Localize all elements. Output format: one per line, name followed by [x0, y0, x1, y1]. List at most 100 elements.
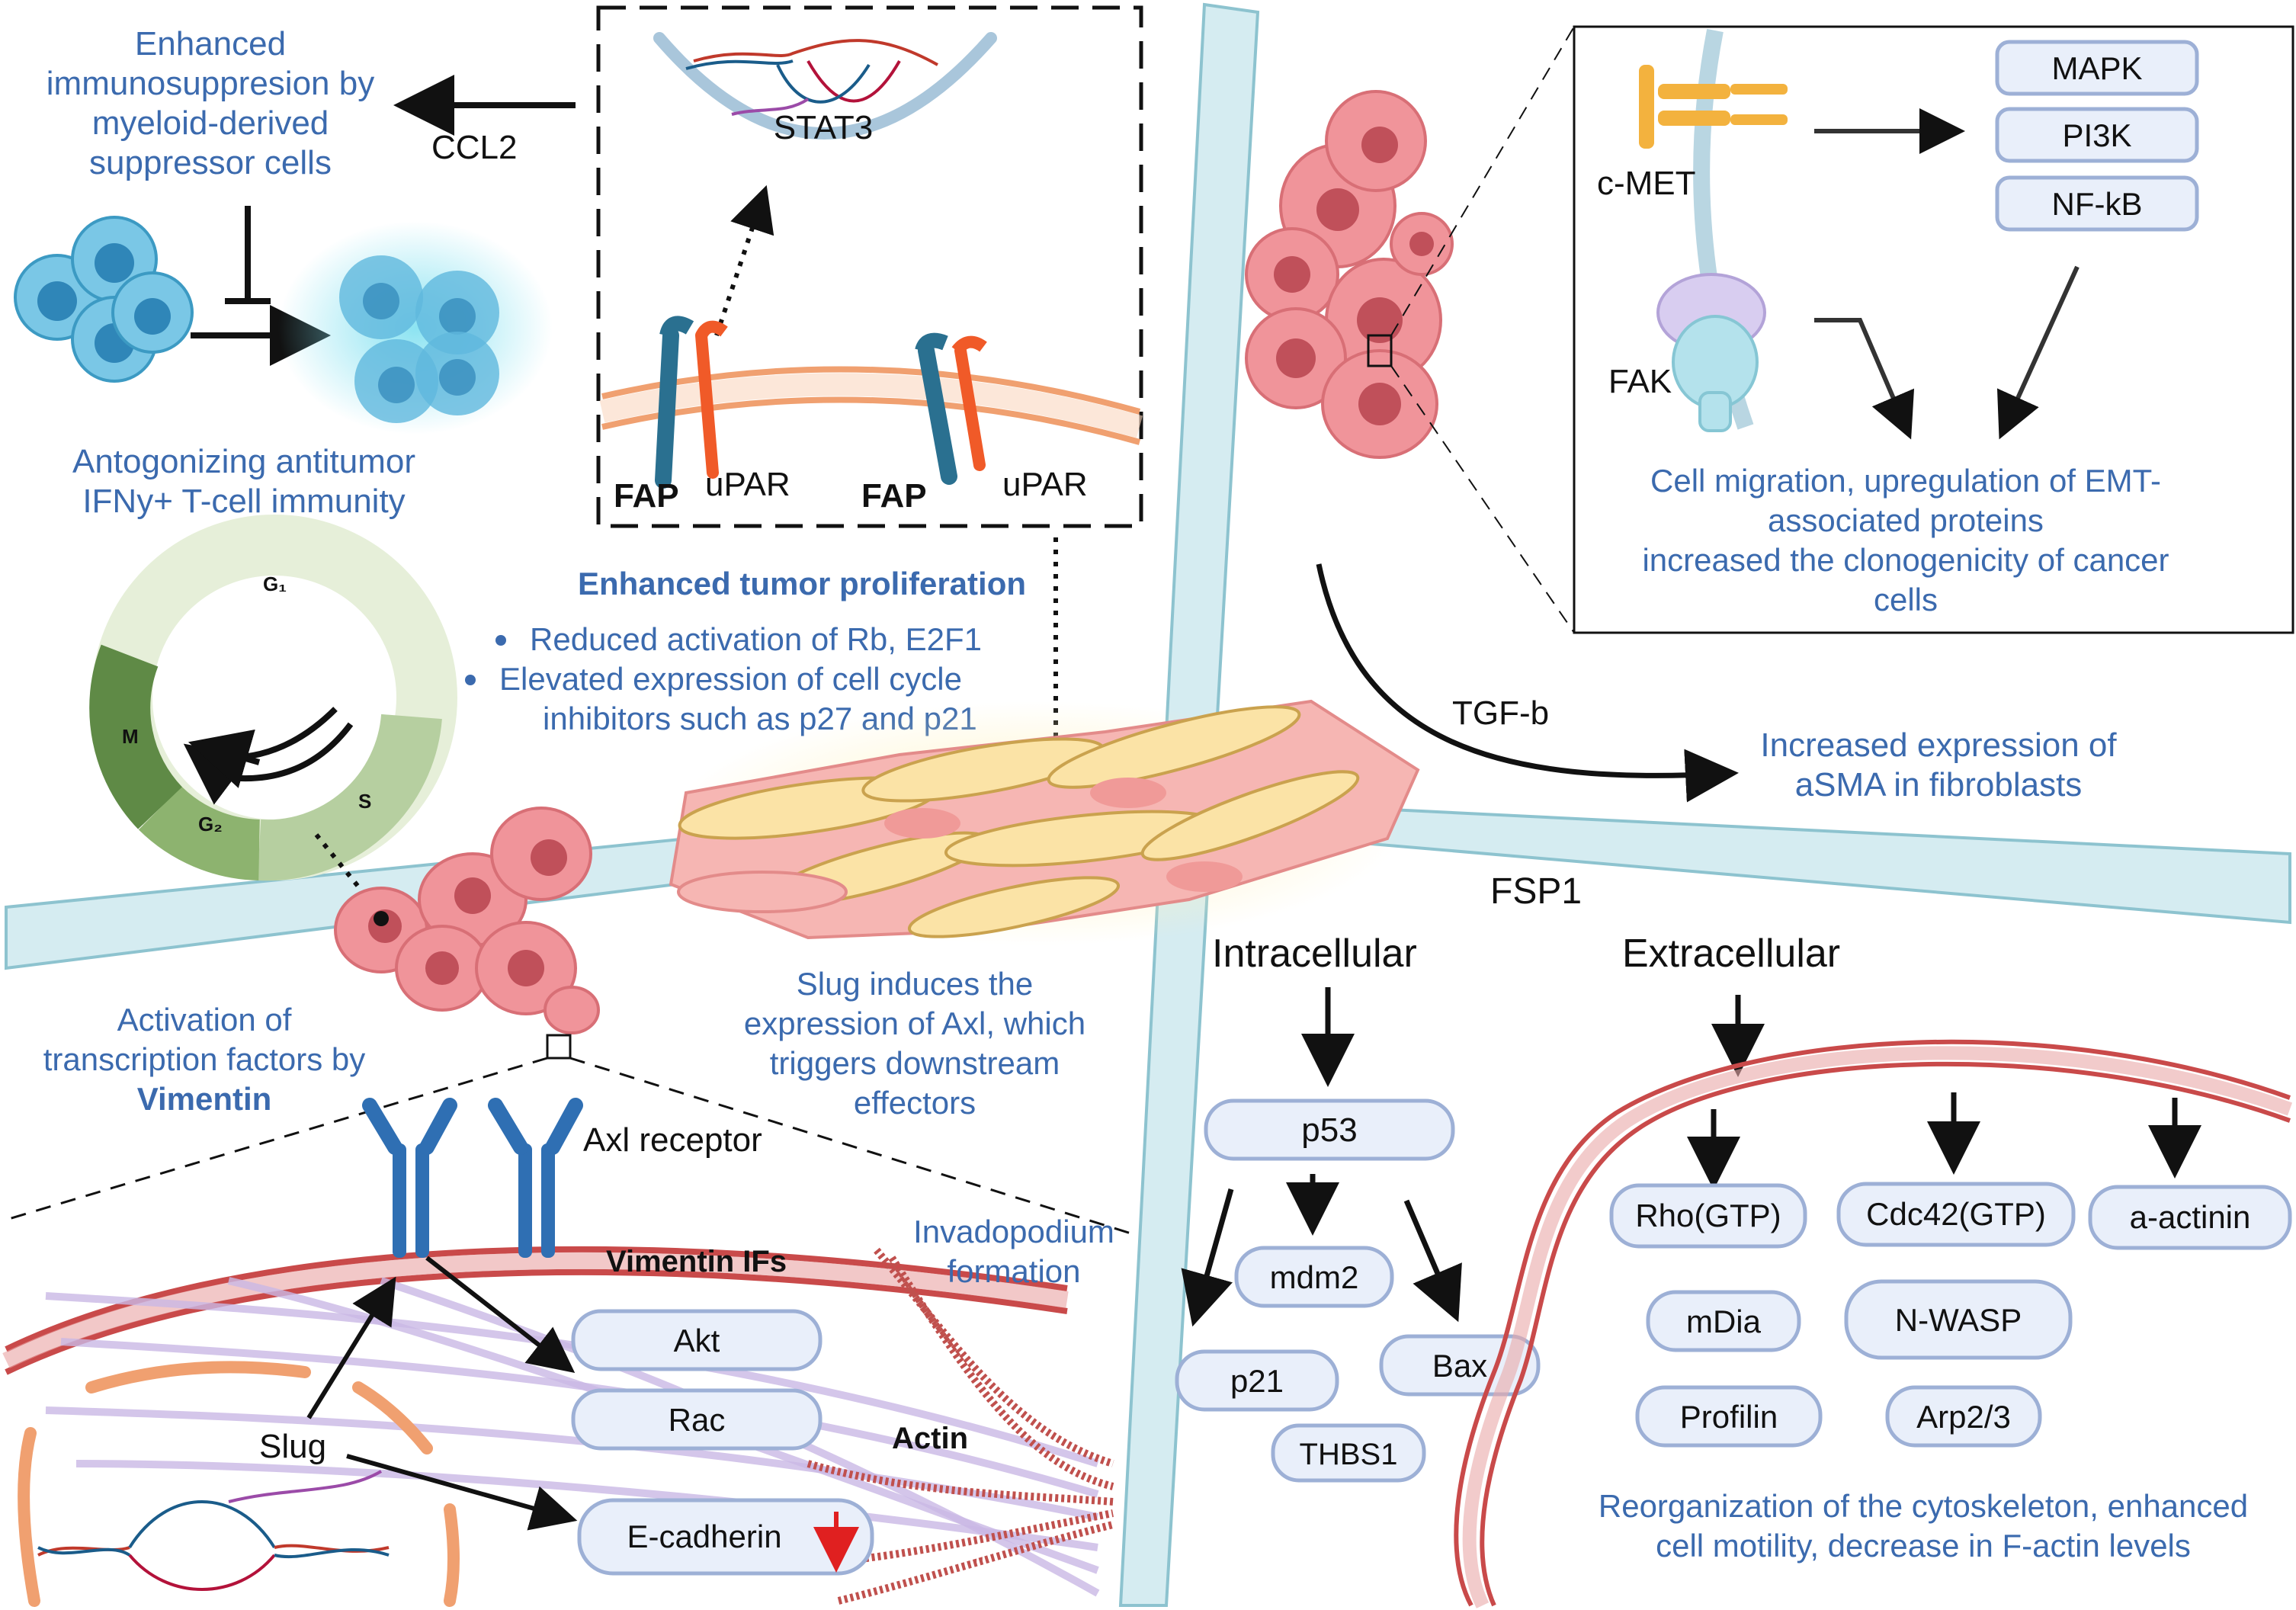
antagonizing-line-1: Antogonizing antitumor — [72, 443, 415, 480]
tgfb-label: TGF-b — [1452, 694, 1549, 732]
bax-label: Bax — [1432, 1348, 1487, 1384]
fak-arrow — [1814, 318, 1915, 440]
vimentin-act-line-1: Activation of — [117, 1002, 292, 1038]
fak-protein — [1656, 273, 1766, 432]
invadopodium-line-1: Invadopodium — [913, 1214, 1114, 1249]
upar-label-right: uPAR — [1002, 466, 1088, 503]
thbs1-label: THBS1 — [1300, 1438, 1398, 1471]
cell-membrane-bottom — [2, 1246, 1069, 1375]
nwasp-pill — [1844, 1279, 2073, 1360]
migration-text: Cell migration, upregulation of EMT- ass… — [1642, 463, 2169, 617]
vimentin-ifs-label: Vimentin IFs — [606, 1245, 787, 1278]
akt-pill — [571, 1309, 823, 1371]
slug-axl-line-4: effectors — [854, 1085, 976, 1121]
mdia-label: mDia — [1686, 1304, 1762, 1339]
cell-membrane — [599, 366, 1143, 445]
slug-label: Slug — [259, 1428, 326, 1465]
p53-pill — [1204, 1098, 1455, 1161]
rho-label: Rho(GTP) — [1635, 1198, 1781, 1233]
vimentin-act-bold: Vimentin — [137, 1081, 272, 1117]
proliferation-title: Enhanced tumor proliferation — [578, 566, 1026, 601]
proliferation-bullet-2: Elevated expression of cell cycle — [499, 661, 962, 697]
migration-line-4: cells — [1874, 582, 1938, 617]
p53-label: p53 — [1301, 1111, 1357, 1149]
slug-axl-line-2: expression of Axl, which — [744, 1005, 1085, 1041]
cmet-label: c-MET — [1597, 165, 1696, 202]
bullet-dot-2 — [465, 675, 476, 685]
inhibition-bar — [225, 206, 271, 304]
phase-s: S — [358, 790, 371, 813]
zoom-box-left — [546, 1034, 572, 1060]
fibroblast-mass — [669, 699, 1420, 945]
axl-receptor-label: Axl receptor — [583, 1121, 762, 1159]
zoom-line-right-b — [1390, 365, 1575, 633]
cell-cycle-ring — [89, 515, 457, 881]
immuno-line-4: suppressor cells — [89, 144, 332, 181]
arp23-pill — [1885, 1385, 2042, 1448]
p53-to-p21-arrow — [1181, 1188, 1234, 1327]
reorg-line-1: Reorganization of the cytoskeleton, enha… — [1599, 1488, 2248, 1524]
tumor-cells-left — [334, 807, 600, 1034]
cdc42-pill — [1836, 1182, 2076, 1247]
vimentin-act-line-2: transcription factors by — [43, 1041, 366, 1077]
glowing-t-cells — [278, 221, 553, 435]
slug-axl-line-1: Slug induces the — [797, 966, 1034, 1002]
upar-label-left: uPAR — [705, 466, 790, 503]
mdm2-pill — [1234, 1246, 1394, 1308]
fap-upar-box — [596, 5, 1143, 528]
aactinin-label: a-actinin — [2130, 1199, 2251, 1235]
migration-line-2: associated proteins — [1768, 502, 2044, 538]
reorg-line-2: cell motility, decrease in F-actin level… — [1656, 1528, 2191, 1563]
migration-line-1: Cell migration, upregulation of EMT- — [1650, 463, 2161, 499]
rac-label: Rac — [669, 1402, 726, 1438]
p53-to-bax-arrow — [1403, 1199, 1462, 1323]
profilin-pill — [1635, 1385, 1823, 1448]
cmet-receptor — [1639, 65, 1788, 149]
tumor-cluster-right — [1245, 90, 1454, 459]
arp23-label: Arp2/3 — [1916, 1399, 2011, 1435]
fap-label-left: FAP — [614, 477, 679, 515]
intracellular-label: Intracellular — [1212, 932, 1417, 976]
antagonizing-line-2: IFNy+ T-cell immunity — [82, 483, 405, 520]
asma-line-1: Increased expression of — [1760, 726, 2117, 764]
cdc42-label: Cdc42(GTP) — [1866, 1196, 2046, 1232]
axl-to-akt-arrow — [425, 1256, 576, 1374]
fak-label: FAK — [1608, 363, 1672, 400]
p21-label: p21 — [1230, 1363, 1284, 1399]
slug-axl-line-3: triggers downstream — [770, 1045, 1060, 1081]
extracellular-membrane — [1454, 1039, 2293, 1608]
asma-line-2: aSMA in fibroblasts — [1795, 766, 2083, 803]
profilin-label: Profilin — [1680, 1399, 1778, 1435]
immuno-line-1: Enhanced — [135, 25, 286, 63]
fap-receptor-left — [655, 316, 728, 489]
stat3-label: STAT3 — [774, 109, 873, 146]
thbs1-pill — [1271, 1423, 1426, 1483]
bullet-dot-1 — [495, 635, 506, 646]
zoom-line-right-a — [1390, 26, 1575, 336]
phase-g1: G₁ — [263, 572, 287, 595]
nfkb-label: NF-kB — [2052, 186, 2143, 222]
t-cell-cluster — [14, 216, 194, 383]
phase-g2: G₂ — [198, 813, 223, 835]
akt-label: Akt — [674, 1323, 720, 1358]
phase-m: M — [122, 725, 139, 748]
pathway-arrow — [1996, 265, 2080, 440]
fap-label-right: FAP — [861, 477, 927, 515]
zoom-box-right — [1367, 334, 1393, 367]
slug-axl-text: Slug induces the expression of Axl, whic… — [744, 966, 1085, 1121]
mapk-box — [1995, 40, 2199, 96]
mdm2-label: mdm2 — [1270, 1259, 1359, 1295]
zoom-line-left-a — [5, 1057, 548, 1221]
migration-line-3: increased the clonogenicity of cancer — [1642, 542, 2169, 578]
zoom-line-left-b — [569, 1057, 1137, 1236]
immunosuppression-text: Enhanced immunosuppresion by myeloid-der… — [46, 25, 374, 181]
immuno-line-2: immunosuppresion by — [46, 65, 374, 102]
ecadherin-pill — [577, 1498, 874, 1576]
nucleus-bottom — [18, 1361, 460, 1607]
p21-pill — [1175, 1349, 1339, 1412]
nfkb-box — [1995, 175, 2199, 232]
invadopodium-line-2: formation — [947, 1253, 1080, 1289]
pi3k-box — [1995, 107, 2199, 163]
aactinin-pill — [2088, 1185, 2292, 1250]
